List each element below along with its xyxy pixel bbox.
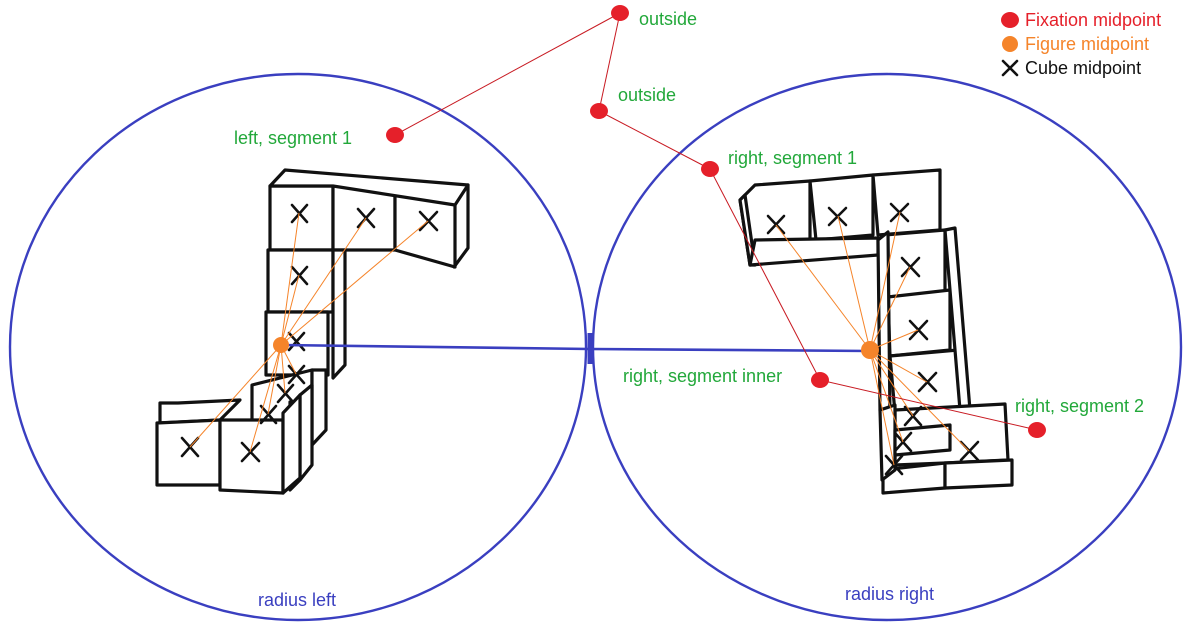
- left-figure: [155, 168, 470, 495]
- fixation-outside-mid: [590, 103, 608, 119]
- legend-cube-label: Cube midpoint: [1025, 58, 1141, 78]
- figure-midpoint-left: [273, 337, 289, 353]
- right-cube-midpoints: [766, 202, 980, 476]
- label-outside-top: outside: [639, 9, 697, 29]
- legend-cube-marker: [1001, 59, 1019, 77]
- right-figure-rays: [775, 211, 970, 466]
- radius-left-line: [280, 343, 591, 351]
- fixation-outside-top: [611, 5, 629, 21]
- fixation-right-segment-inner: [811, 372, 829, 388]
- legend-fixation-marker: [1001, 12, 1019, 28]
- label-right-segment-1: right, segment 1: [728, 148, 857, 168]
- label-right-segment-inner: right, segment inner: [623, 366, 782, 386]
- legend: Fixation midpoint Figure midpoint Cube m…: [1001, 10, 1161, 78]
- legend-figure-marker: [1002, 36, 1018, 52]
- legend-fixation-label: Fixation midpoint: [1025, 10, 1161, 30]
- label-radius-right: radius right: [845, 584, 934, 604]
- left-figure-rays: [189, 212, 429, 453]
- label-radius-left: radius left: [258, 590, 336, 610]
- fixation-right-segment-2: [1028, 422, 1046, 438]
- label-right-segment-2: right, segment 2: [1015, 396, 1144, 416]
- fixation-right-segment-1: [701, 161, 719, 177]
- radius-right-line: [589, 347, 871, 353]
- fixation-left-segment-1: [386, 127, 404, 143]
- left-figure-circle: [8, 72, 588, 622]
- right-figure: [738, 168, 1014, 495]
- label-outside-mid: outside: [618, 85, 676, 105]
- label-left-segment-1: left, segment 1: [234, 128, 352, 148]
- figure-midpoint-right: [861, 341, 879, 359]
- right-figure-circle: [591, 72, 1183, 622]
- legend-figure-label: Figure midpoint: [1025, 34, 1149, 54]
- left-cube-midpoints: [180, 203, 439, 463]
- fixation-path: [394, 12, 1038, 431]
